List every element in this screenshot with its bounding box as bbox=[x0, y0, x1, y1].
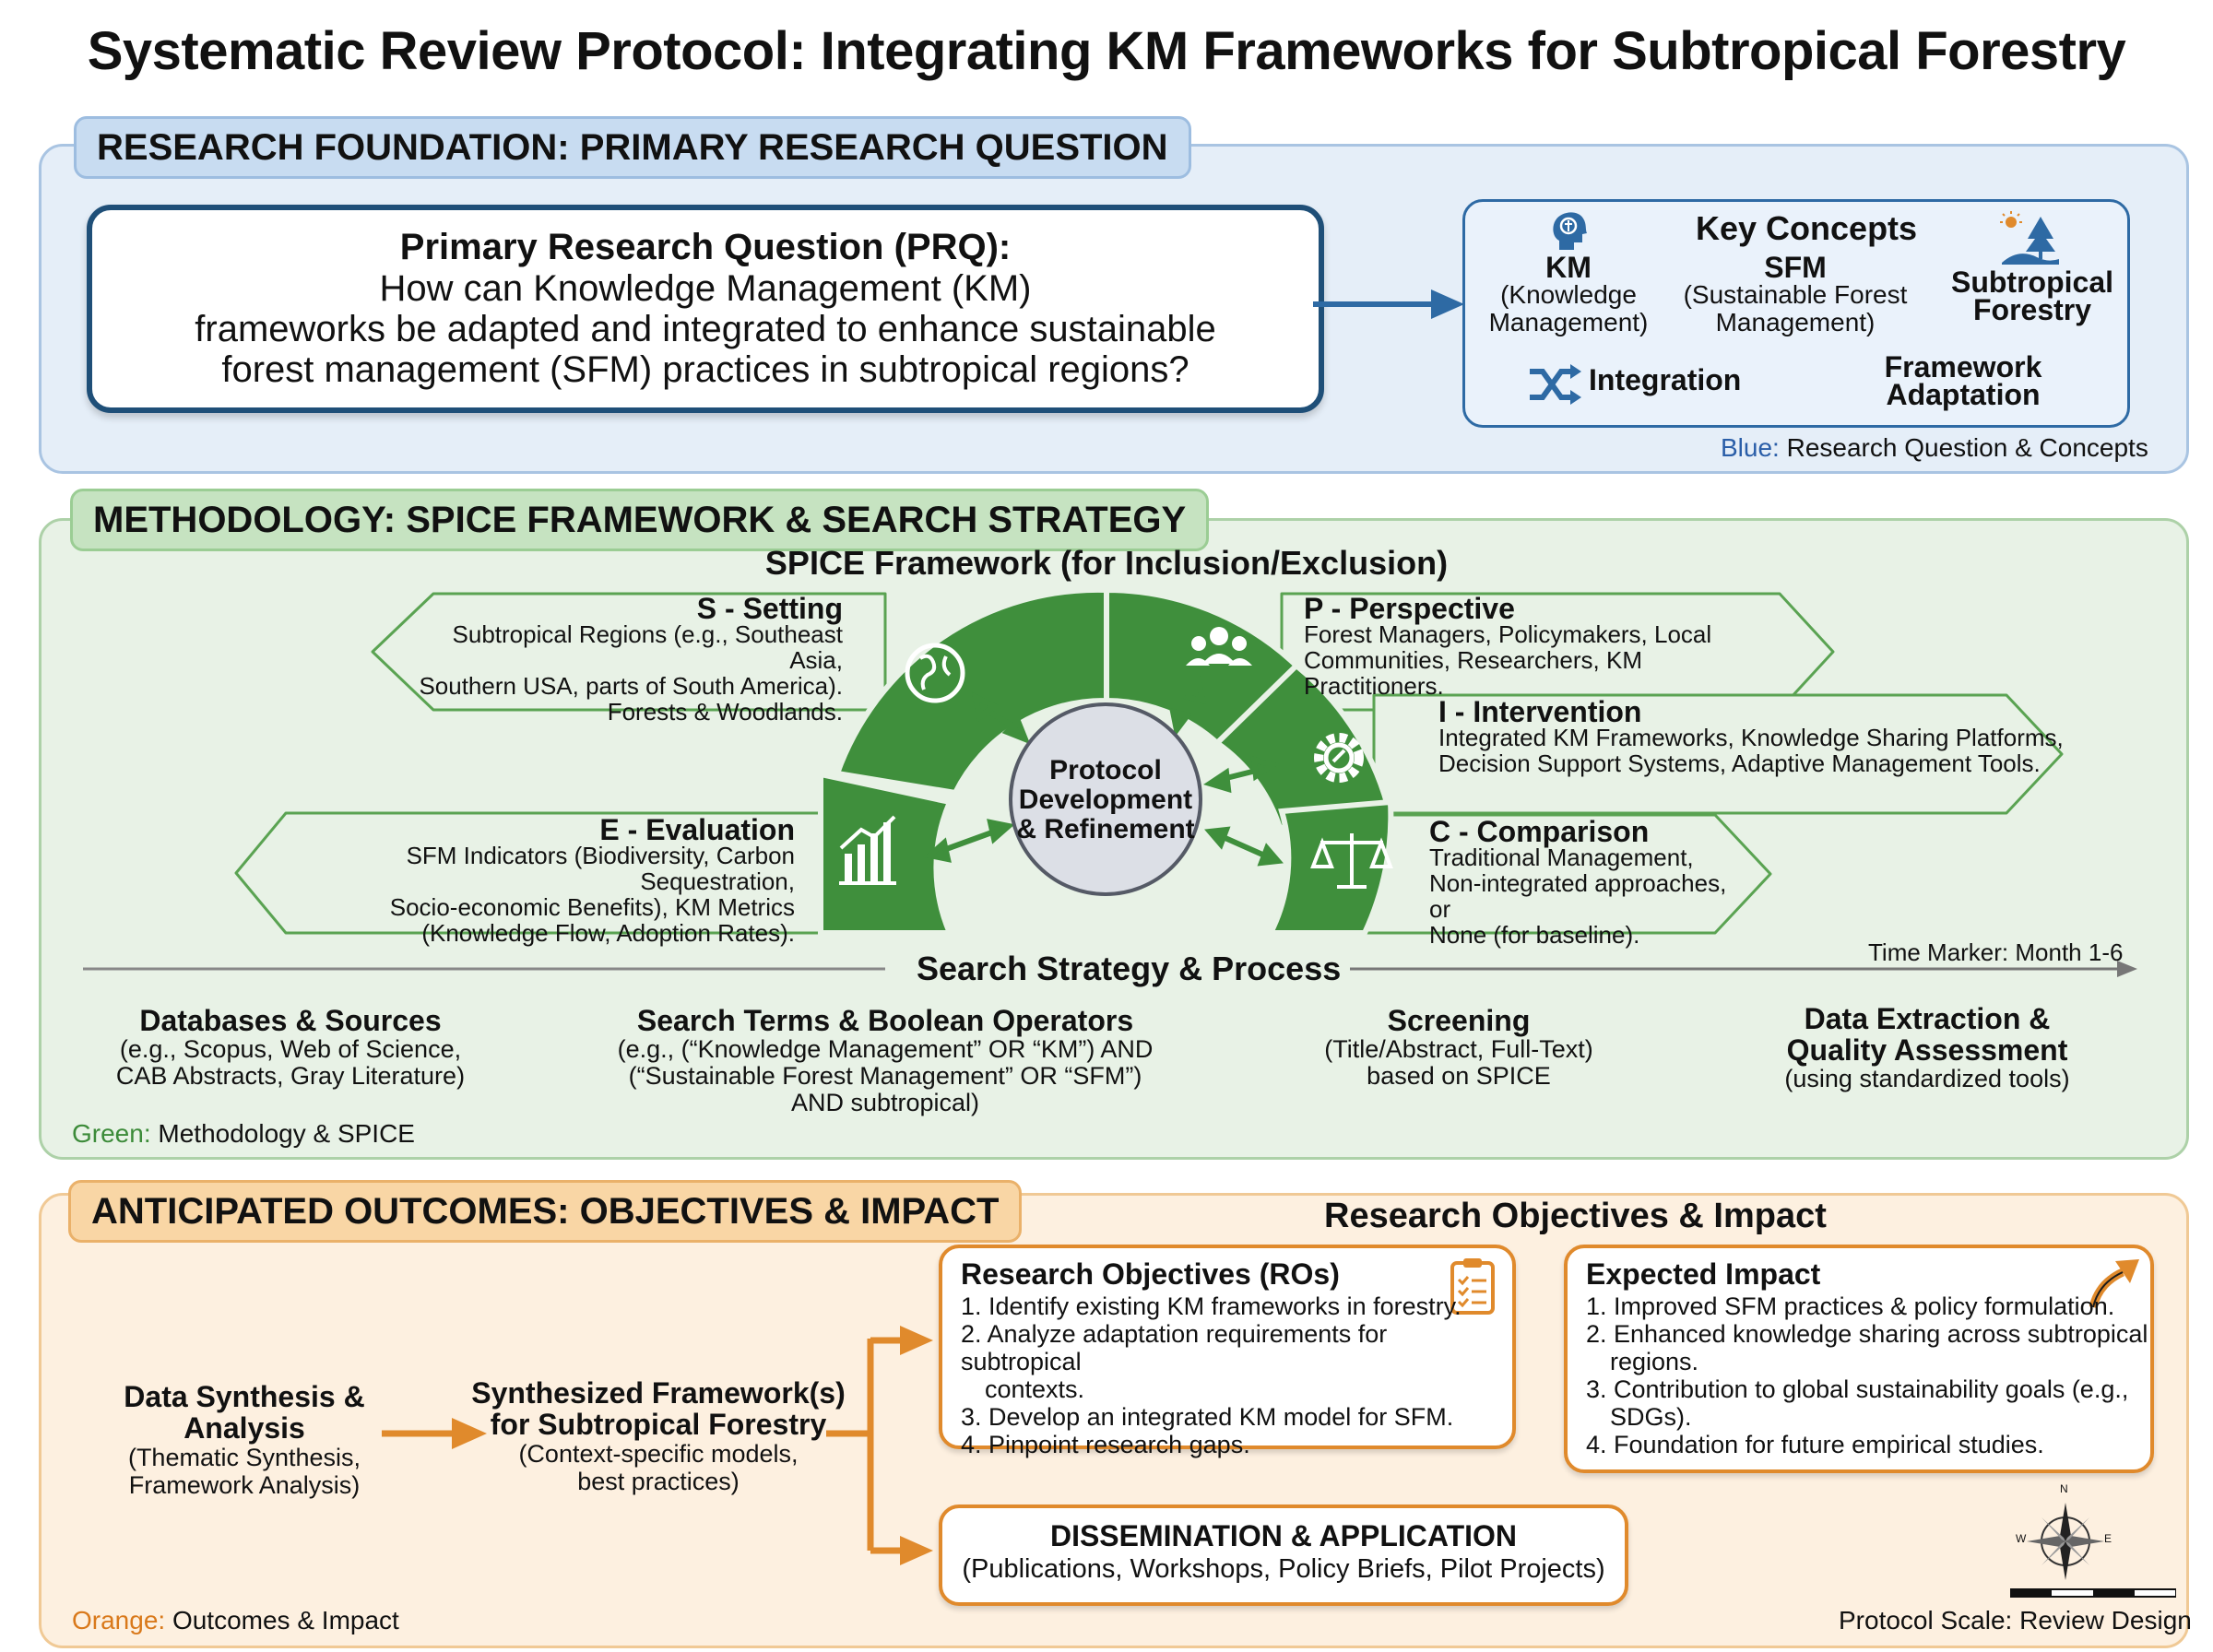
prq-heading: Primary Research Question (PRQ): bbox=[399, 227, 1012, 267]
research-foundation-tag: RESEARCH FOUNDATION: PRIMARY RESEARCH QU… bbox=[74, 116, 1191, 179]
legend-blue: Blue: Research Question & Concepts bbox=[1721, 433, 2148, 462]
spice-evaluation: E - Evaluation SFM Indicators (Biodivers… bbox=[389, 813, 795, 947]
primary-research-question-box: Primary Research Question (PRQ): How can… bbox=[87, 205, 1324, 413]
expected-impact-box: Expected Impact 1. Improved SFM practice… bbox=[1564, 1245, 2154, 1473]
concept-integration: Integration bbox=[1589, 363, 1742, 396]
clipboard-checklist-icon bbox=[1450, 1258, 1495, 1315]
prq-line: frameworks be adapted and integrated to … bbox=[195, 309, 1216, 349]
compass-n: N bbox=[2060, 1482, 2068, 1495]
step-screening: Screening (Title/Abstract, Full-Text) ba… bbox=[1324, 1004, 1593, 1090]
objective-item: contexts. bbox=[985, 1375, 1085, 1403]
bar-chart-icon bbox=[839, 815, 896, 885]
objective-item: 1. Identify existing KM frameworks in fo… bbox=[961, 1292, 1462, 1320]
impact-item: 4. Foundation for future empirical studi… bbox=[1586, 1431, 2044, 1458]
scales-icon bbox=[1310, 833, 1393, 889]
impact-item: regions. bbox=[1610, 1348, 1699, 1375]
impact-item: SDGs). bbox=[1610, 1403, 1692, 1431]
spice-perspective: P - Perspective Forest Managers, Policym… bbox=[1304, 592, 1712, 700]
concept-km: KM (Knowledge Management) bbox=[1488, 251, 1649, 336]
time-marker: Time Marker: Month 1-6 bbox=[1868, 938, 2124, 966]
prq-line: forest management (SFM) practices in sub… bbox=[221, 349, 1189, 390]
objective-item: 2. Analyze adaptation requirements for s… bbox=[961, 1320, 1388, 1375]
gear-icon bbox=[1314, 733, 1364, 783]
compass-w: W bbox=[2016, 1532, 2027, 1545]
legend-green: Green: Methodology & SPICE bbox=[72, 1119, 415, 1148]
research-objectives-box: Research Objectives (ROs) 1. Identify ex… bbox=[939, 1245, 1516, 1458]
setting-segment bbox=[833, 586, 1109, 796]
brain-head-icon bbox=[1553, 212, 1587, 250]
impact-item: 1. Improved SFM practices & policy formu… bbox=[1586, 1292, 2115, 1320]
outcomes-arrows bbox=[382, 1326, 933, 1565]
tree-sun-icon bbox=[2000, 211, 2059, 265]
globe-icon bbox=[905, 643, 965, 703]
search-strategy-title: Search Strategy & Process bbox=[907, 950, 1351, 988]
outcomes-tag: ANTICIPATED OUTCOMES: OBJECTIVES & IMPAC… bbox=[68, 1180, 1023, 1243]
prq-to-concepts-arrow bbox=[1313, 289, 1464, 319]
growth-arrow-icon bbox=[2089, 1259, 2139, 1309]
scale-bar bbox=[2010, 1588, 2176, 1598]
synthesized-framework-step: Synthesized Framework(s) for Subtropical… bbox=[471, 1376, 846, 1495]
impact-item: 2. Enhanced knowledge sharing across sub… bbox=[1586, 1320, 2148, 1348]
spice-setting: S - Setting Subtropical Regions (e.g., S… bbox=[419, 592, 843, 726]
compass-rose-icon bbox=[2027, 1503, 2104, 1580]
people-group-icon bbox=[1186, 627, 1252, 666]
key-concepts-box: Key Concepts KM (Knowledge Management) S… bbox=[1462, 199, 2130, 428]
step-databases: Databases & Sources (e.g., Scopus, Web o… bbox=[115, 1004, 466, 1090]
spice-comparison: C - Comparison Traditional Management, N… bbox=[1429, 815, 1727, 949]
key-concepts-heading: Key Concepts bbox=[1696, 209, 1918, 247]
methodology-tag: METHODOLOGY: SPICE FRAMEWORK & SEARCH ST… bbox=[70, 489, 1210, 551]
objective-item: 4. Pinpoint research gaps. bbox=[961, 1431, 1250, 1458]
concept-framework-adaptation: Framework Adaptation bbox=[1884, 350, 2042, 411]
spice-framework-title: SPICE Framework (for Inclusion/Exclusion… bbox=[764, 544, 1449, 582]
prq-line: How can Knowledge Management (KM) bbox=[379, 268, 1032, 309]
setting-frame bbox=[371, 592, 887, 712]
compass-e: E bbox=[2104, 1532, 2112, 1545]
step-search-terms: Search Terms & Boolean Operators (e.g., … bbox=[617, 1004, 1154, 1116]
shuffle-icon bbox=[1530, 364, 1581, 405]
dissemination-box: DISSEMINATION & APPLICATION (Publication… bbox=[939, 1504, 1628, 1606]
impact-item: 3. Contribution to global sustainability… bbox=[1586, 1375, 2129, 1403]
legend-orange: Orange: Outcomes & Impact bbox=[72, 1606, 399, 1634]
spice-diagram bbox=[83, 586, 2137, 977]
step-data-extraction: Data Extraction & Quality Assessment (us… bbox=[1784, 1002, 2070, 1092]
data-synthesis-step: Data Synthesis & Analysis (Thematic Synt… bbox=[124, 1380, 365, 1499]
protocol-scale-label: Protocol Scale: Review Design bbox=[1839, 1606, 2192, 1634]
concept-sfm: SFM (Sustainable Forest Management) bbox=[1683, 251, 1908, 336]
page-title: Systematic Review Protocol: Integrating … bbox=[87, 21, 2126, 81]
objective-item: 3. Develop an integrated KM model for SF… bbox=[961, 1403, 1454, 1431]
spice-intervention: I - Intervention Integrated KM Framework… bbox=[1438, 695, 2064, 777]
objectives-impact-title: Research Objectives & Impact bbox=[1324, 1197, 1827, 1235]
concept-subtropical-forestry: Subtropical Forestry bbox=[1950, 266, 2113, 326]
evaluation-frame bbox=[234, 811, 859, 935]
protocol-development-center: Protocol Development & Refinement bbox=[1009, 702, 1202, 896]
